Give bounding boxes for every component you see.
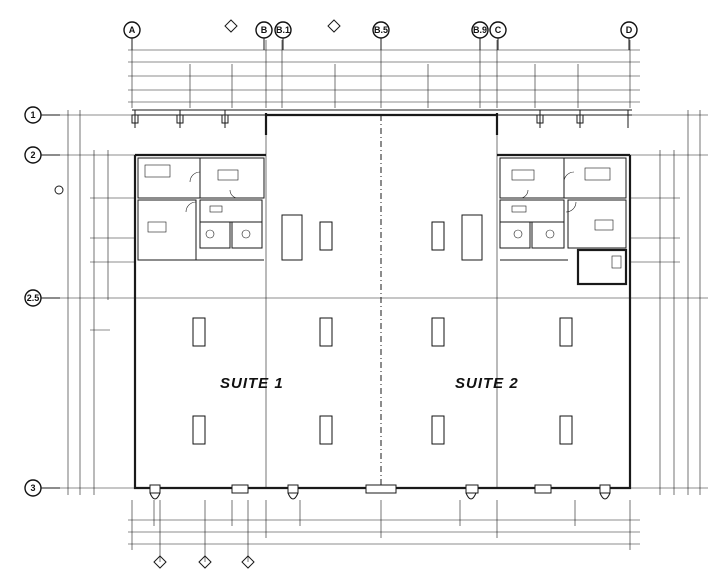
grid-bubble-b9: B.9 [471,21,489,39]
suite-2-office-details [511,167,622,269]
svg-text:B.9: B.9 [473,25,487,35]
bottom-openings [149,484,611,500]
suite-1-office-block [137,157,303,261]
skylight [431,415,445,445]
suite-1-label: SUITE 1 [220,375,284,392]
skylight [319,415,333,445]
grid-bubble-c: C [489,21,507,39]
grid-bubble-d: D [620,21,638,39]
row-grid-bubbles: 1 2 2.5 3 [24,106,42,497]
svg-text:D: D [626,25,633,35]
grid-bubble-3: 3 [24,479,42,497]
row-grid-leaders [41,38,630,489]
svg-text:B: B [261,25,268,35]
suite-1-office-details [144,164,251,239]
roof-edge [132,109,632,116]
suite-2-office-block [461,157,627,261]
grid-bubble-b5: B.5 [372,21,390,39]
exterior-walls [133,113,632,490]
skylight [319,221,333,251]
top-dimension-lines [128,40,640,108]
svg-text:2: 2 [30,150,35,160]
svg-text:B.1: B.1 [276,25,290,35]
column-grid-bubbles: A B B.1 B.5 B.9 C D [123,21,638,39]
svg-text:3: 3 [30,483,35,493]
grid-bubble-b: B [255,21,273,39]
grid-bubble-2-5: 2.5 [24,289,42,307]
skylight [319,317,333,347]
grid-bubble-b1: B.1 [274,21,292,39]
suite-2-electrical-room [576,248,628,286]
grid-bubble-1: 1 [24,106,42,124]
skylight [192,415,206,445]
skylight [559,317,573,347]
svg-text:B.5: B.5 [374,25,388,35]
reference-circle [54,185,64,195]
right-dimension-lines [630,110,708,495]
left-dimension-lines [60,110,135,495]
grid-bubble-2: 2 [24,146,42,164]
svg-text:2.5: 2.5 [27,293,40,303]
svg-text:C: C [495,25,502,35]
svg-text:A: A [129,25,136,35]
skylights [192,221,573,445]
bottom-dimension-lines [128,500,640,562]
skylight [431,317,445,347]
skylight [431,221,445,251]
skylight [192,317,206,347]
top-wall-window-markers [131,110,629,128]
svg-text:1: 1 [30,110,35,120]
elevation-markers [153,19,341,569]
suite-2-label: SUITE 2 [455,375,519,392]
grid-bubble-a: A [123,21,141,39]
skylight [559,415,573,445]
